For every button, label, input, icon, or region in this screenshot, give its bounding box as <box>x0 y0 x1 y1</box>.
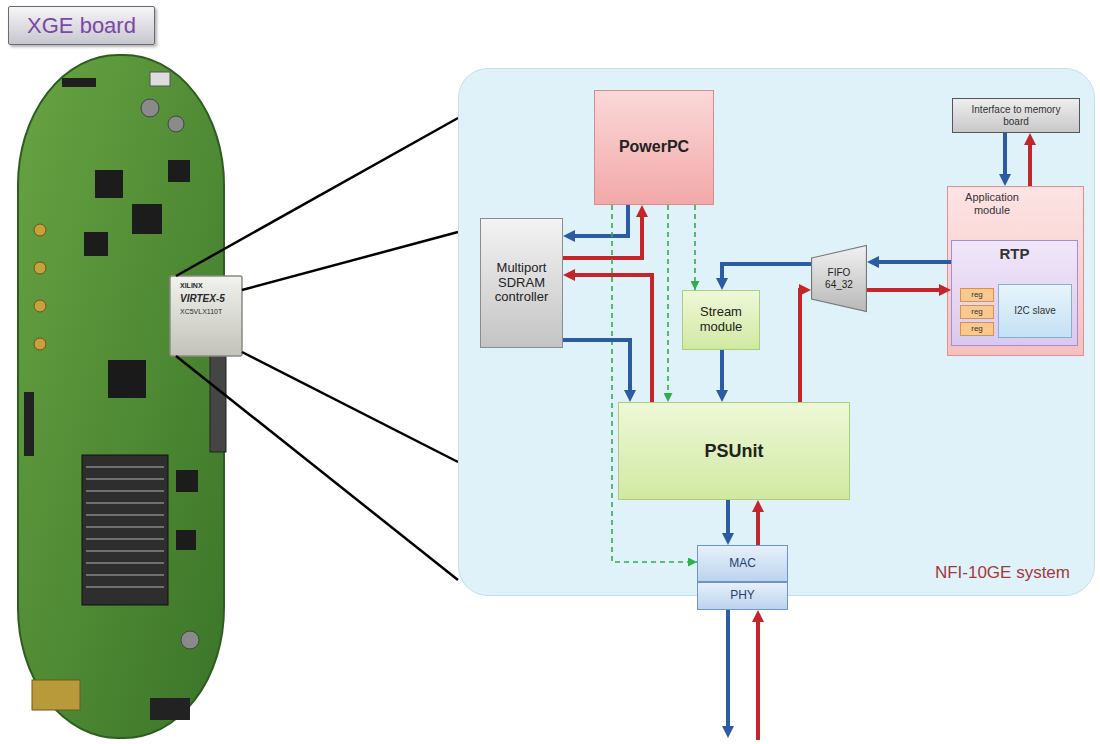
data-connector <box>563 340 630 394</box>
board-detail <box>86 586 164 588</box>
board-detail <box>86 574 164 576</box>
data-connector <box>720 350 724 394</box>
sma-connector <box>34 338 46 350</box>
register-box: reg <box>960 305 994 319</box>
capacitor <box>181 631 199 649</box>
node-label: Application module <box>952 191 1032 216</box>
zoom-lines <box>176 118 458 580</box>
module-box: Stream module <box>682 290 760 350</box>
data-connector <box>722 264 811 282</box>
node-label: MAC <box>729 557 756 571</box>
board-detail <box>86 514 164 516</box>
heatsink <box>82 455 168 605</box>
board-detail <box>86 526 164 528</box>
mac-box: MAC <box>697 545 788 582</box>
phy-box: PHY <box>697 582 788 610</box>
ic-chip <box>176 470 198 492</box>
ic-chip <box>132 204 162 234</box>
control-connector <box>667 205 669 402</box>
node-label: RTP <box>1000 245 1030 262</box>
node-label: Multiport SDRAM controller <box>486 261 558 306</box>
node-label: Stream module <box>689 305 753 335</box>
node-label: PowerPC <box>619 138 689 156</box>
dip-switch <box>150 72 170 86</box>
ic-chip <box>95 170 123 198</box>
input-arrow <box>756 618 760 740</box>
unit-box: PSUnit <box>618 402 850 500</box>
control-connector <box>612 205 697 562</box>
heatsink-fins <box>86 467 164 587</box>
ic-chip <box>168 160 190 182</box>
data-connector <box>1028 141 1032 186</box>
board-detail <box>242 232 458 290</box>
application-box: regregregI2C slaveRTPApplication module <box>947 186 1084 356</box>
data-connector <box>571 205 628 236</box>
board-detail <box>242 352 458 462</box>
interface-box: Interface to memory board <box>952 98 1080 133</box>
ic-chip <box>176 530 196 550</box>
output-arrow <box>726 610 730 730</box>
system-panel: PowerPC Multiport SDRAM controllerStream … <box>458 68 1095 596</box>
register-box: reg <box>960 288 994 302</box>
board-detail <box>176 118 458 276</box>
node-label: NFI-10GE system <box>935 563 1070 583</box>
data-connector <box>800 290 803 402</box>
board-detail <box>86 538 164 540</box>
board-detail <box>86 466 164 468</box>
data-connector <box>563 213 642 258</box>
node-label: XGE board <box>27 13 136 38</box>
data-connector <box>726 500 730 537</box>
board-detail <box>176 356 458 580</box>
chip-marking: XILINX <box>180 282 203 290</box>
ic-chip <box>108 360 146 398</box>
pin-header <box>24 392 34 456</box>
board-detail <box>86 550 164 552</box>
module-block <box>32 680 80 710</box>
node-label: reg <box>971 290 983 299</box>
board-detail <box>86 490 164 492</box>
terminal-block <box>150 698 190 720</box>
sma-connector <box>34 224 46 236</box>
rtp-box: regregregI2C slaveRTP <box>951 240 1078 346</box>
pin-header <box>62 78 96 87</box>
data-connector <box>571 275 652 402</box>
data-connector <box>875 260 951 264</box>
node-label: reg <box>971 324 983 333</box>
node-label: reg <box>971 307 983 316</box>
chip-marking: VIRTEX-5 <box>180 293 225 304</box>
board-detail <box>86 562 164 564</box>
data-connector <box>1003 133 1007 178</box>
circuit-board <box>18 55 224 738</box>
processor-box: PowerPC <box>594 90 714 205</box>
capacitor <box>168 116 184 132</box>
sma-connector <box>34 262 46 274</box>
node-label: I2C slave <box>1014 305 1056 317</box>
chip-marking: XC5VLX110T <box>180 308 222 316</box>
title-box: XGE board <box>8 6 155 45</box>
node-label: PHY <box>730 589 755 603</box>
capacitor <box>141 99 159 117</box>
board-detail <box>86 478 164 480</box>
fifo-polygon <box>812 246 867 312</box>
control-connector <box>694 205 696 290</box>
sma-connector <box>34 300 46 312</box>
fifo-shape: FIFO 64_32 <box>811 245 867 312</box>
ic-chip <box>84 232 108 256</box>
data-connector <box>756 508 760 545</box>
node-label: FIFO 64_32 <box>819 267 859 290</box>
controller-box: Multiport SDRAM controller <box>480 218 563 348</box>
node-label: Interface to memory board <box>966 104 1066 127</box>
board-detail <box>86 502 164 504</box>
register-box: reg <box>960 322 994 336</box>
data-connector <box>867 288 943 292</box>
fpga-chip <box>170 276 242 356</box>
i2c-box: I2C slave <box>998 284 1072 338</box>
node-label: PSUnit <box>704 441 763 462</box>
